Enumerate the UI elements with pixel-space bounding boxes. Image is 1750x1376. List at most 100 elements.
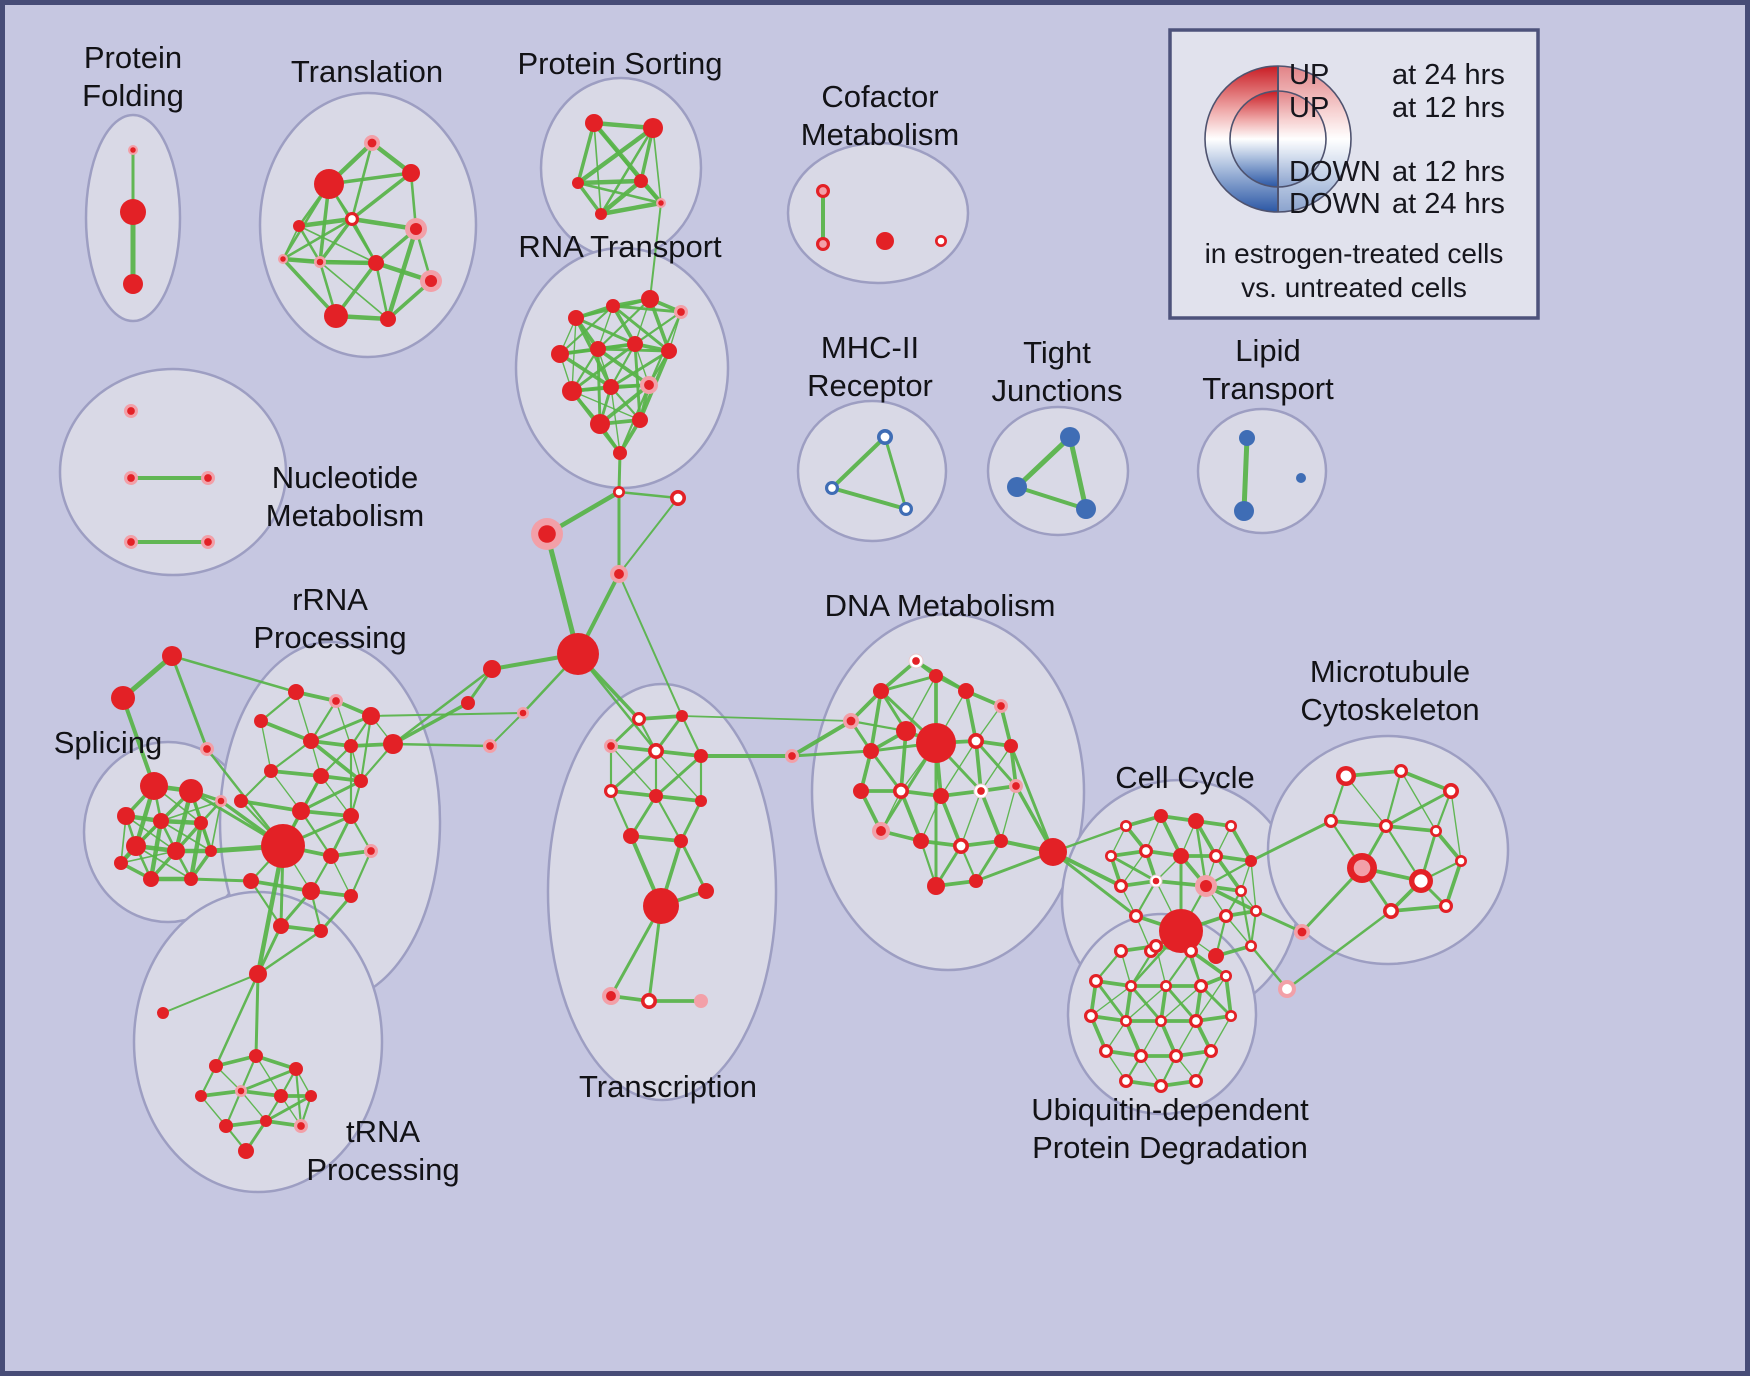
legend-direction-3: DOWN <box>1289 188 1381 220</box>
edge <box>576 181 663 205</box>
node <box>1159 909 1203 953</box>
cluster-label-splicing: Splicing <box>54 725 163 760</box>
node <box>461 696 475 710</box>
node-core <box>902 505 910 513</box>
node-core <box>614 569 624 579</box>
node <box>302 882 320 900</box>
node-core <box>217 797 225 805</box>
node <box>1208 948 1224 964</box>
node <box>676 710 688 722</box>
edge <box>596 347 651 387</box>
node <box>254 714 268 728</box>
node-core <box>1457 857 1465 865</box>
edge <box>299 809 333 858</box>
edge <box>558 304 615 356</box>
cluster-lipid-transport <box>1196 407 1328 535</box>
node <box>344 889 358 903</box>
node <box>916 723 956 763</box>
edge <box>1384 824 1438 833</box>
node-core <box>348 215 356 223</box>
edge <box>189 877 253 883</box>
edge <box>790 749 873 758</box>
node-core <box>1092 977 1100 985</box>
node <box>606 299 620 313</box>
node-core <box>644 996 654 1006</box>
node-core <box>1432 827 1440 835</box>
node-core <box>1442 902 1450 910</box>
edge <box>679 799 703 843</box>
node <box>562 381 582 401</box>
node-core <box>367 138 377 148</box>
edge <box>269 769 323 778</box>
node-core <box>1187 947 1195 955</box>
node <box>1004 739 1018 753</box>
node <box>1007 477 1027 497</box>
node <box>551 345 569 363</box>
node <box>167 842 185 860</box>
node <box>568 310 584 326</box>
edge <box>239 1067 298 1093</box>
node-core <box>1157 1082 1165 1090</box>
node-core <box>203 745 211 753</box>
node <box>249 1049 263 1063</box>
node-core <box>1087 1012 1095 1020</box>
node <box>343 808 359 824</box>
node-core <box>677 308 685 316</box>
edge <box>214 972 260 1068</box>
edge <box>160 820 212 852</box>
edge <box>1384 769 1403 828</box>
edge <box>570 342 637 393</box>
node <box>590 414 610 434</box>
cluster-label-translation: Translation <box>291 54 443 89</box>
legend-box <box>1168 28 1540 320</box>
edge <box>1329 819 1388 828</box>
node <box>123 274 143 294</box>
edge <box>350 217 378 265</box>
edge <box>618 497 679 575</box>
edge <box>637 714 684 721</box>
edge <box>1051 850 1138 918</box>
node-core <box>204 474 212 482</box>
edge <box>609 789 633 838</box>
edge <box>980 745 1012 792</box>
node <box>111 686 135 710</box>
node <box>120 199 146 225</box>
legend-time-3: at 24 hrs <box>1392 188 1505 220</box>
node <box>143 871 159 887</box>
node-core <box>1446 786 1456 796</box>
edge <box>681 715 852 722</box>
edge <box>576 121 596 185</box>
node-core <box>1122 1017 1130 1025</box>
node <box>273 918 289 934</box>
edge <box>489 712 524 747</box>
node <box>324 304 348 328</box>
edge <box>609 749 658 793</box>
edge <box>830 486 908 511</box>
edge <box>1250 860 1257 912</box>
edge <box>335 700 352 747</box>
edge <box>170 654 209 751</box>
edge <box>1067 434 1089 512</box>
edge <box>281 217 354 261</box>
edge <box>649 202 662 300</box>
node <box>603 379 619 395</box>
node-core <box>876 826 886 836</box>
edge <box>1434 829 1463 863</box>
edge <box>295 691 312 742</box>
edge <box>370 712 524 717</box>
node <box>288 684 304 700</box>
node <box>368 255 384 271</box>
node-core <box>1172 1052 1180 1060</box>
edge <box>298 225 377 264</box>
node-core <box>937 237 945 245</box>
node <box>209 1059 223 1073</box>
edge <box>264 1094 313 1123</box>
node-core <box>1397 767 1405 775</box>
edge <box>374 261 390 321</box>
node <box>184 872 198 886</box>
node-core <box>788 752 796 760</box>
edge <box>1120 850 1147 887</box>
